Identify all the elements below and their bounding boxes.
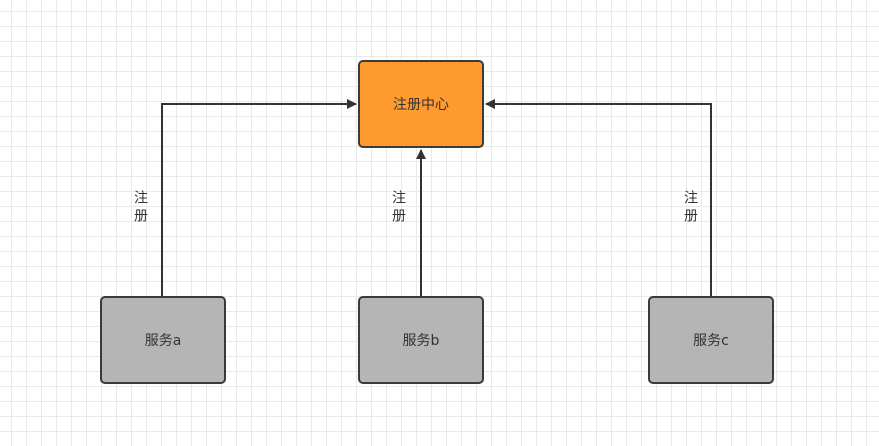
service-b-label: 服务b: [402, 333, 440, 349]
edge-label-register-c: 注册: [682, 190, 698, 226]
edge-service-c-to-center: [485, 99, 712, 296]
edge-service-a-to-center: [161, 99, 357, 296]
service-a-node[interactable]: 服务a: [100, 296, 226, 384]
service-b-node[interactable]: 服务b: [358, 296, 484, 384]
service-a-label: 服务a: [144, 333, 182, 349]
registry-center-node[interactable]: 注册中心: [358, 60, 484, 148]
edge-label-register-b: 注册: [390, 190, 406, 226]
edge-label-register-a: 注册: [132, 190, 148, 226]
registry-center-label: 注册中心: [393, 97, 449, 113]
service-c-label: 服务c: [693, 333, 729, 349]
service-c-node[interactable]: 服务c: [648, 296, 774, 384]
